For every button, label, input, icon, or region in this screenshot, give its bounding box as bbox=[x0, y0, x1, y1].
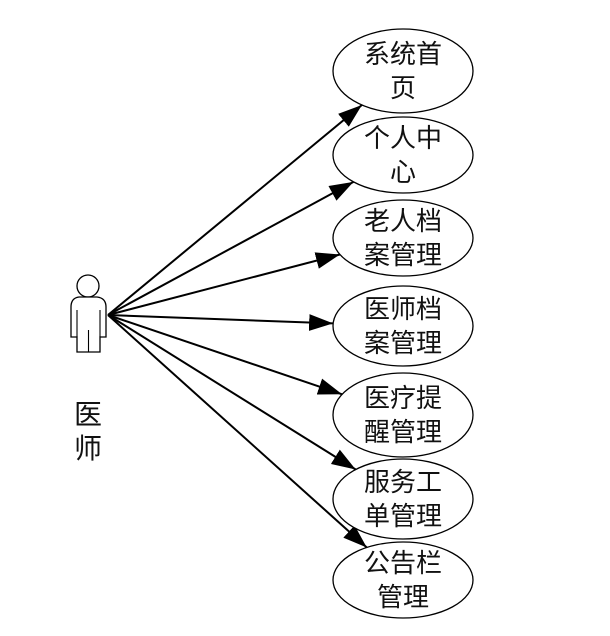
use-case-ellipse bbox=[332, 28, 474, 114]
use-case-label-line: 心 bbox=[390, 158, 416, 188]
use-case-label-line: 页 bbox=[390, 74, 416, 104]
use-case-label-line: 服务工 bbox=[364, 468, 442, 498]
use-case-label-line: 医师档 bbox=[364, 295, 442, 325]
use-case-ellipse bbox=[332, 199, 474, 277]
use-case-label-line: 管理 bbox=[377, 583, 429, 613]
use-case-label-line: 个人中 bbox=[364, 124, 442, 154]
use-case-label-line: 醒管理 bbox=[364, 418, 442, 448]
use-case-ellipse bbox=[332, 116, 474, 194]
use-case-ellipse bbox=[332, 372, 474, 458]
association-arrow-home bbox=[107, 104, 363, 316]
use-case-ellipse bbox=[332, 285, 474, 367]
actor-label: 医 师 bbox=[74, 398, 102, 465]
actor-label-char-2: 师 bbox=[74, 432, 102, 465]
association-arrows bbox=[107, 104, 368, 549]
use-case-label-line: 案管理 bbox=[364, 329, 442, 359]
use-case-label-line: 医疗提 bbox=[364, 384, 442, 414]
use-case-label-line: 系统首 bbox=[364, 40, 442, 70]
association-arrow-service-orders bbox=[107, 314, 357, 471]
use-case-ellipse bbox=[332, 458, 474, 540]
association-arrow-bulletin-board bbox=[107, 314, 368, 549]
actor-head bbox=[76, 274, 100, 298]
use-case-label-line: 案管理 bbox=[364, 241, 442, 271]
actor-label-char-1: 医 bbox=[74, 398, 102, 431]
actor-figure bbox=[70, 274, 107, 353]
actor-body bbox=[70, 296, 107, 353]
association-arrow-doctor-records bbox=[107, 314, 334, 331]
use-case-label-line: 老人档 bbox=[364, 207, 442, 237]
association-arrow-personal-center bbox=[107, 181, 354, 316]
association-arrow-medical-reminder bbox=[107, 314, 343, 396]
use-case-label-line: 单管理 bbox=[364, 502, 442, 532]
association-arrow-elderly-records bbox=[107, 252, 341, 316]
use-case-ellipse bbox=[332, 541, 474, 619]
use-case-label-line: 公告栏 bbox=[364, 549, 442, 579]
